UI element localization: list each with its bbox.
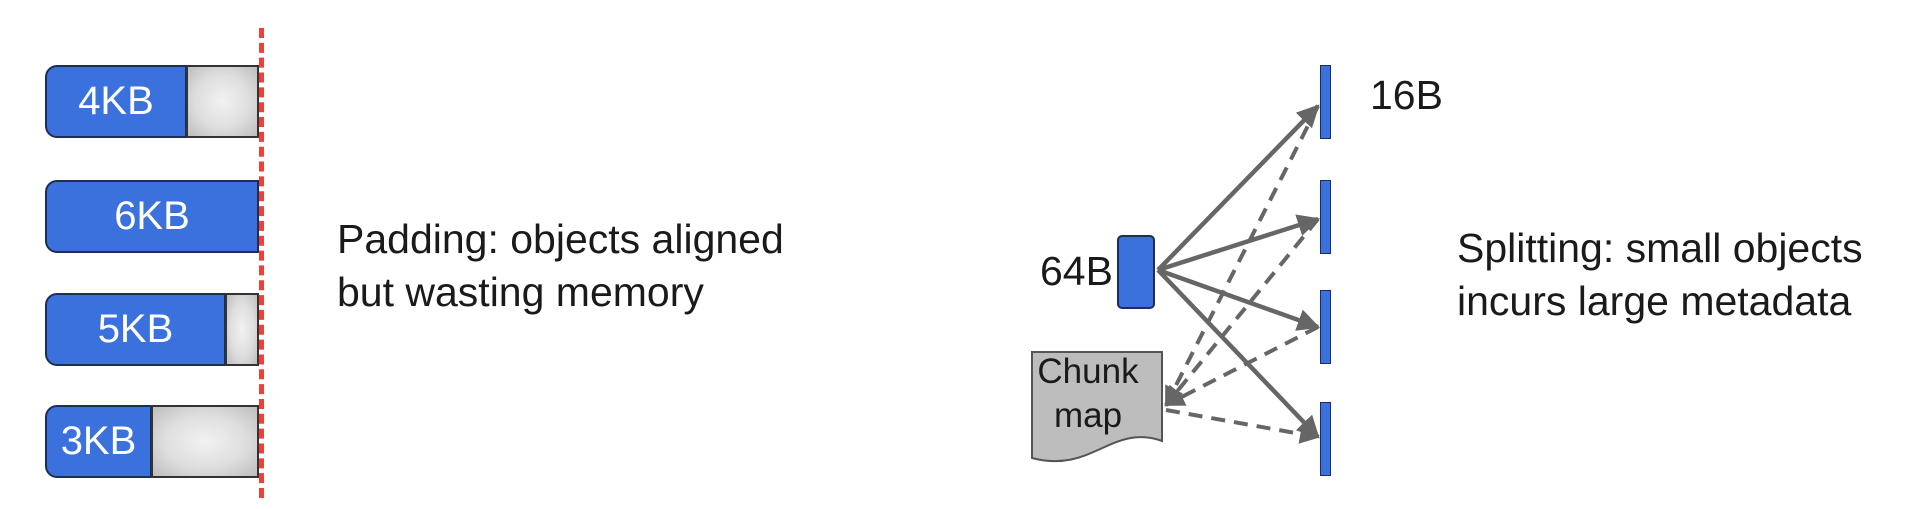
fragment-2 — [1320, 180, 1331, 254]
object-6kb: 6KB — [45, 180, 259, 253]
metadata-arrow-1 — [1164, 105, 1320, 407]
fragment-label: 16B — [1370, 72, 1443, 118]
object-label: 6KB — [114, 194, 190, 238]
object-label: 5KB — [97, 307, 174, 351]
metadata-arrow-4 — [1165, 408, 1320, 444]
splitting-caption-line-2: incurs large metadata — [1457, 278, 1852, 324]
object-label: 3KB — [60, 419, 137, 463]
splitting-caption: Splitting: small objects incurs large me… — [1457, 222, 1863, 328]
object-5kb: 5KB — [45, 293, 226, 366]
split-arrow-2 — [1157, 214, 1321, 273]
object-3kb: 3KB — [45, 405, 152, 478]
split-arrow-1 — [1156, 104, 1320, 272]
fragment-3 — [1320, 290, 1331, 364]
fragment-4 — [1320, 402, 1331, 476]
metadata-arrow-2 — [1164, 217, 1320, 407]
metadata-arrow-3 — [1164, 325, 1319, 407]
padding-block — [186, 65, 259, 138]
chunk-map-shape — [1031, 351, 1163, 463]
object-4kb: 4KB — [45, 65, 187, 138]
alignment-boundary-line — [259, 28, 264, 498]
source-object-64b — [1117, 235, 1155, 309]
chunk-map-line-2: map — [1053, 396, 1123, 435]
source-object-label: 64B — [1040, 248, 1113, 294]
chunk-map-label: Chunk map — [1020, 350, 1156, 438]
fragment-1 — [1320, 65, 1331, 139]
padding-block — [151, 405, 259, 478]
chunk-map-line-1: Chunk — [1037, 352, 1139, 391]
padding-caption-line-1: Padding: objects aligned — [337, 216, 784, 262]
split-arrow-3 — [1157, 267, 1321, 331]
padding-block — [225, 293, 259, 366]
split-arrow-4 — [1156, 268, 1320, 439]
object-label: 4KB — [78, 79, 154, 123]
splitting-caption-line-1: Splitting: small objects — [1457, 225, 1863, 271]
padding-caption-line-2: but wasting memory — [337, 269, 704, 315]
padding-caption: Padding: objects aligned but wasting mem… — [337, 213, 784, 319]
